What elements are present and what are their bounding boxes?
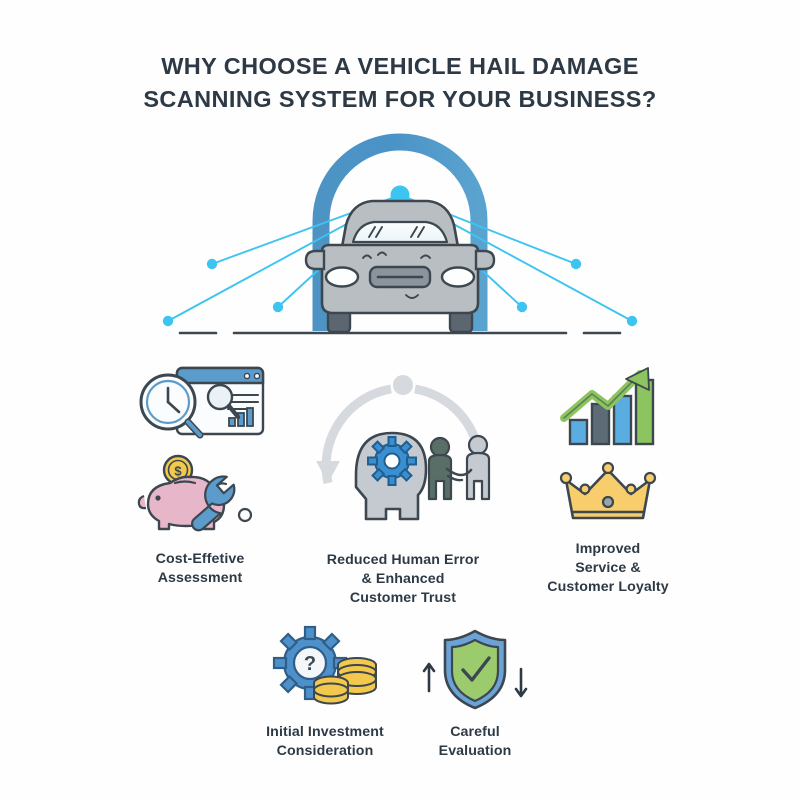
crown-icon (559, 461, 657, 520)
growth-chart-icon (560, 367, 655, 446)
svg-text:$: $ (174, 464, 182, 479)
hail-dent-marks (362, 251, 431, 299)
hail-damage-scanning-illustration (150, 125, 650, 350)
scanner-arch-icon (312, 133, 488, 331)
brain-gear-icon (354, 431, 428, 521)
benefit-reduced-human-error: Reduced Human Error & Enhanced Customer … (288, 365, 518, 608)
svg-text:?: ? (304, 653, 316, 675)
benefit-label-cost-effective: Cost-Effetive Assessment (155, 551, 245, 586)
benefit-label-improved-service: Improved Service & Customer Loyalty (547, 541, 669, 595)
consideration-careful-evaluation: Careful Evaluation (400, 625, 550, 761)
benefit-cost-effective-assessment: $ Cost-Effetive Assessment (112, 362, 288, 588)
car-front-icon (304, 199, 496, 334)
consideration-initial-investment: ? Initial Investment Consideration (250, 625, 400, 761)
consideration-label-careful-evaluation: Careful Evaluation (438, 724, 512, 759)
benefit-label-reduced-error: Reduced Human Error & Enhanced Customer … (326, 552, 480, 606)
savings-maintenance-icon: $ (137, 454, 253, 532)
gear-question-coins-icon: ? (272, 625, 377, 705)
page-title-line-1: WHY CHOOSE A VEHICLE HAIL DAMAGE (161, 53, 639, 79)
page-title: WHY CHOOSE A VEHICLE HAIL DAMAGE SCANNIN… (110, 50, 690, 116)
handshake-icon (427, 434, 491, 501)
consideration-label-initial-investment: Initial Investment Consideration (266, 724, 384, 759)
benefit-improved-service-loyalty: Improved Service & Customer Loyalty (518, 362, 698, 597)
time-analysis-icon (139, 366, 265, 439)
page-title-line-2: SCANNING SYSTEM FOR YOUR BUSINESS? (143, 86, 657, 112)
shield-check-icon (422, 629, 528, 710)
ai-trust-cycle-icon (316, 375, 491, 521)
